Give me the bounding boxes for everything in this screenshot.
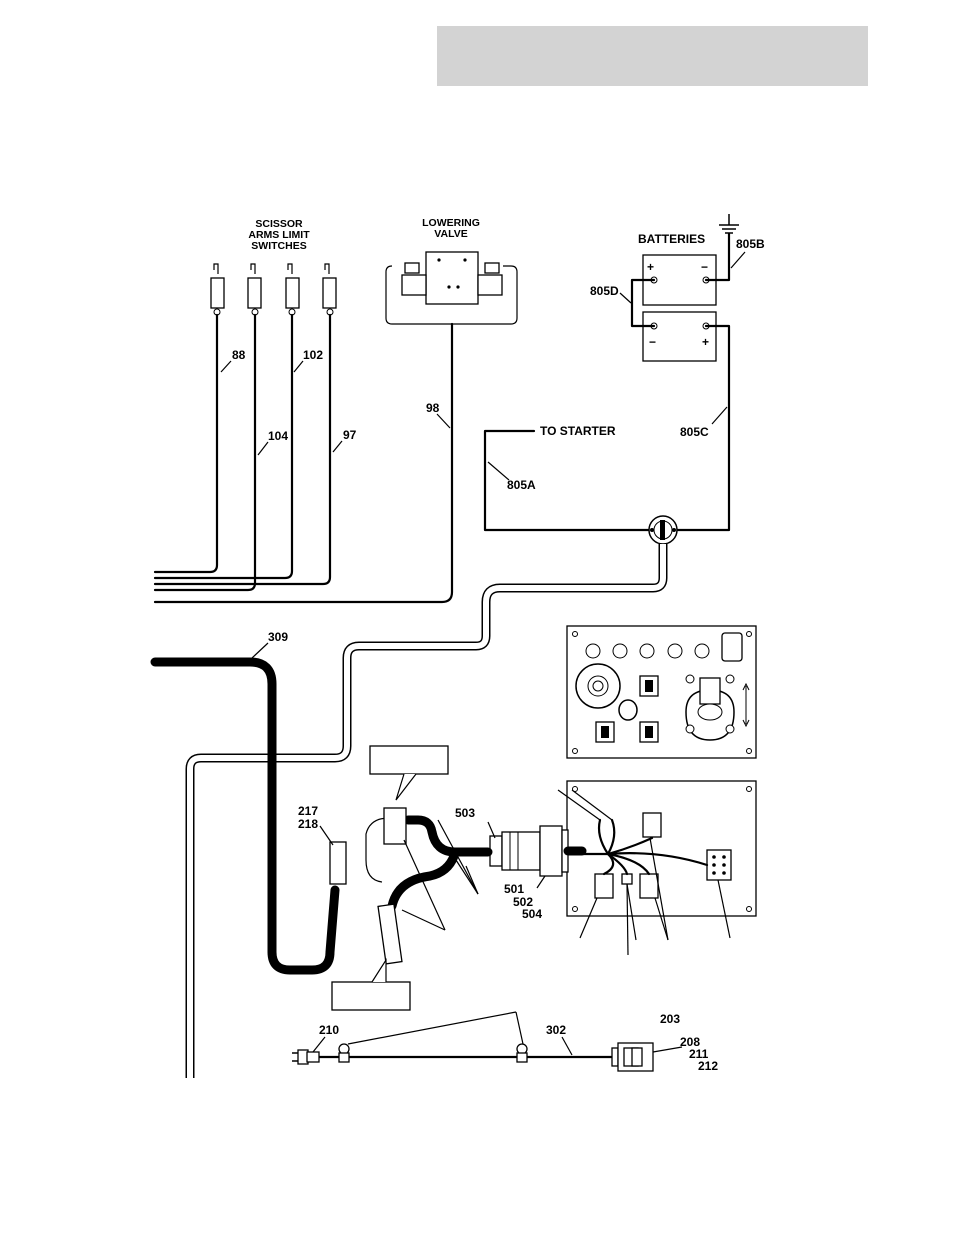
limit-switch-4 [323, 264, 336, 315]
plug-210 [292, 1050, 319, 1064]
label-104: 104 [268, 429, 288, 443]
label-88: 88 [232, 348, 246, 362]
label-503: 503 [455, 806, 475, 820]
connector-217-218 [330, 842, 346, 884]
wire-102 [155, 315, 292, 578]
label-805a: 805A [507, 478, 536, 492]
ground-symbol [719, 214, 739, 233]
cable-clips [339, 1044, 527, 1062]
label-504: 504 [522, 907, 542, 921]
label-to-starter: TO STARTER [540, 424, 616, 438]
scissor-arms-limit-switches: SCISSOR ARMS LIMIT SWITCHES [211, 218, 336, 315]
label-218: 218 [298, 817, 318, 831]
control-panel-front [567, 626, 756, 758]
label-217: 217 [298, 804, 318, 818]
callout-box-upper [370, 746, 448, 800]
limit-switch-3 [286, 264, 299, 315]
label-203: 203 [660, 1012, 680, 1026]
battery-bottom-minus: − [649, 335, 656, 349]
label-805c: 805C [680, 425, 709, 439]
lowering-title-line2: VALVE [434, 228, 467, 240]
label-212: 212 [698, 1059, 718, 1073]
battery-bottom-plus: + [702, 335, 709, 349]
batteries-label: BATTERIES [638, 232, 705, 246]
label-309: 309 [268, 630, 288, 644]
batteries: BATTERIES + − − + [638, 232, 716, 361]
label-97: 97 [343, 428, 357, 442]
cable-gland [490, 826, 568, 876]
label-102: 102 [303, 348, 323, 362]
limit-switch-2 [248, 264, 261, 315]
label-302: 302 [546, 1023, 566, 1037]
harness-upper [408, 820, 488, 852]
limit-switch-1 [211, 264, 224, 315]
battery-top-minus: − [701, 260, 708, 274]
wire-98 [155, 324, 452, 602]
callout-box-lower [332, 960, 410, 1010]
label-210: 210 [319, 1023, 339, 1037]
label-805d: 805D [590, 284, 619, 298]
label-805b: 805B [736, 237, 765, 251]
junction-box [567, 781, 756, 916]
connector-208 [612, 1043, 653, 1071]
scissor-title-line3: SWITCHES [251, 240, 306, 252]
starter-switch [649, 516, 677, 544]
battery-top-plus: + [647, 260, 654, 274]
wire-88 [155, 315, 217, 572]
lowering-valve: LOWERING VALVE [386, 217, 517, 324]
label-98: 98 [426, 401, 440, 415]
label-501: 501 [504, 882, 524, 896]
